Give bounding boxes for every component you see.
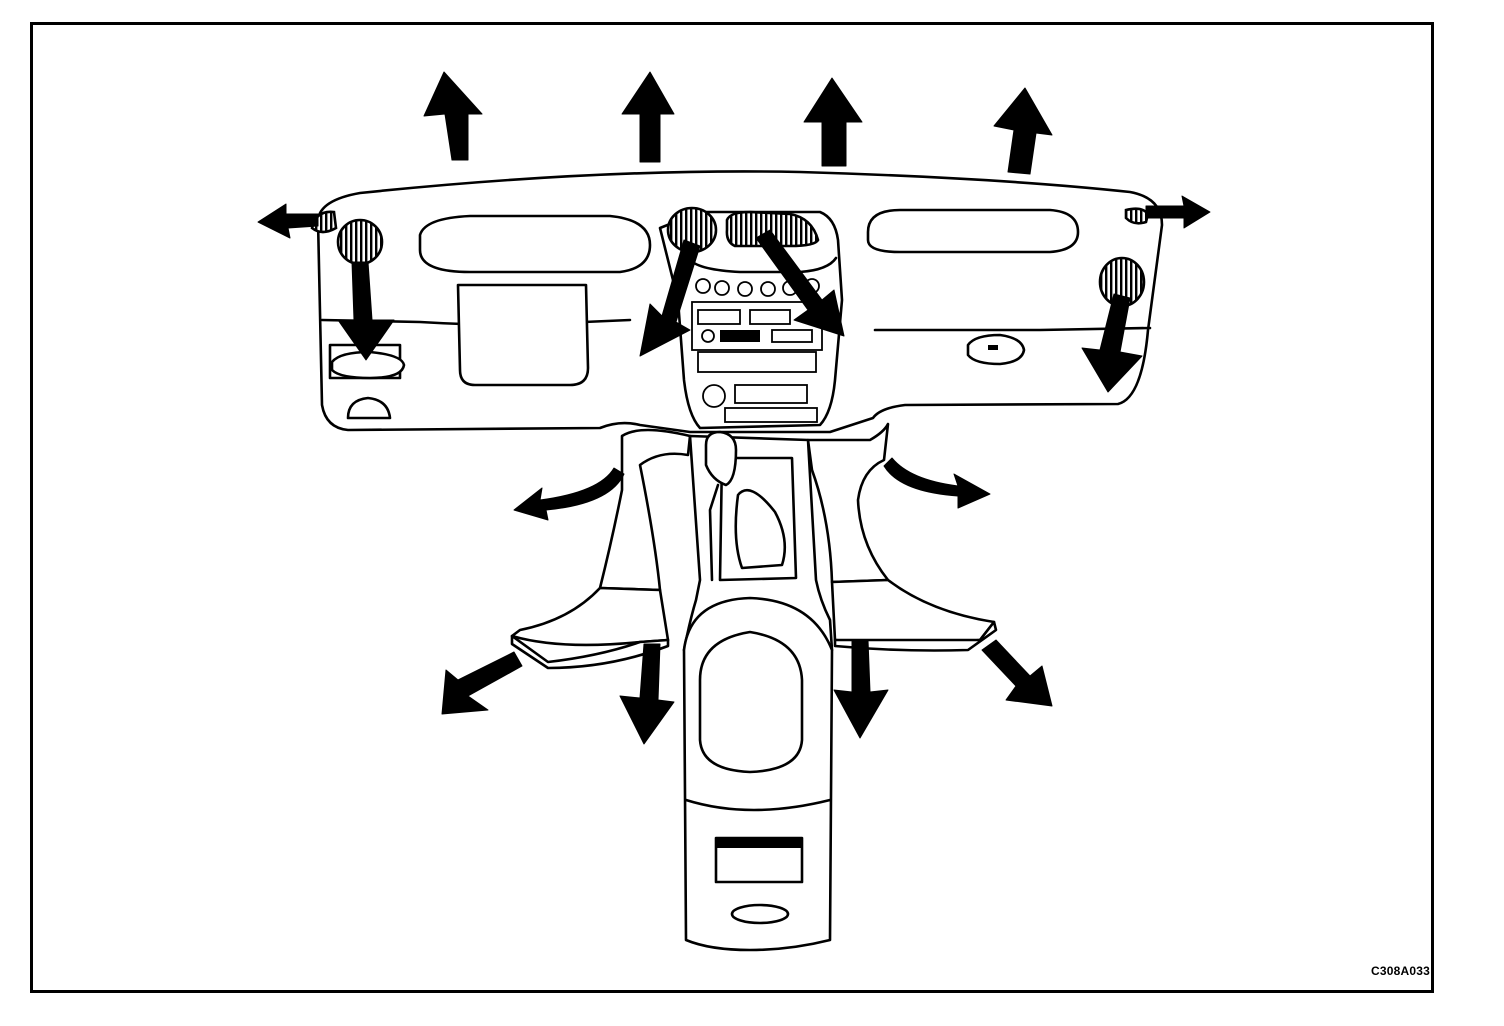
- center-console: [682, 430, 834, 952]
- vent-driver-left: [336, 218, 384, 266]
- floor-duct-right: [806, 422, 998, 652]
- arrow-floor-bottom-far-left: [441, 651, 523, 715]
- glovebox-latch-slot: [988, 345, 998, 350]
- floor-duct-left: [510, 428, 692, 670]
- instrument-cluster: [418, 214, 652, 274]
- arrow-floor-mid-left: [513, 467, 625, 521]
- arrow-face-passenger: [1081, 293, 1143, 393]
- arrow-defrost-up-3: [803, 77, 863, 167]
- arrow-floor-mid-right: [883, 457, 991, 509]
- passenger-panel-window: [866, 208, 1080, 254]
- figure-code-label: C308A033: [1371, 964, 1430, 978]
- hood-release: [346, 396, 392, 420]
- arrow-face-driver: [337, 261, 395, 361]
- driver-small-storage: [330, 350, 406, 380]
- figure-frame: [30, 22, 1434, 993]
- arrow-defrost-up-2: [621, 71, 675, 163]
- vent-side-defrost-right: [1124, 207, 1150, 225]
- arrow-floor-bottom-far-right: [981, 639, 1053, 707]
- arrow-floor-bottom-left: [619, 643, 675, 745]
- arrow-face-center-right: [755, 229, 845, 337]
- arrow-side-right: [1145, 195, 1211, 229]
- vent-center-right: [725, 210, 820, 248]
- steering-column: [456, 283, 590, 387]
- arrow-defrost-up-1: [423, 71, 483, 161]
- arrow-face-center-left: [639, 239, 701, 357]
- arrow-defrost-up-4: [993, 87, 1053, 175]
- arrow-side-left: [257, 203, 319, 239]
- arrow-floor-bottom-right: [833, 639, 889, 739]
